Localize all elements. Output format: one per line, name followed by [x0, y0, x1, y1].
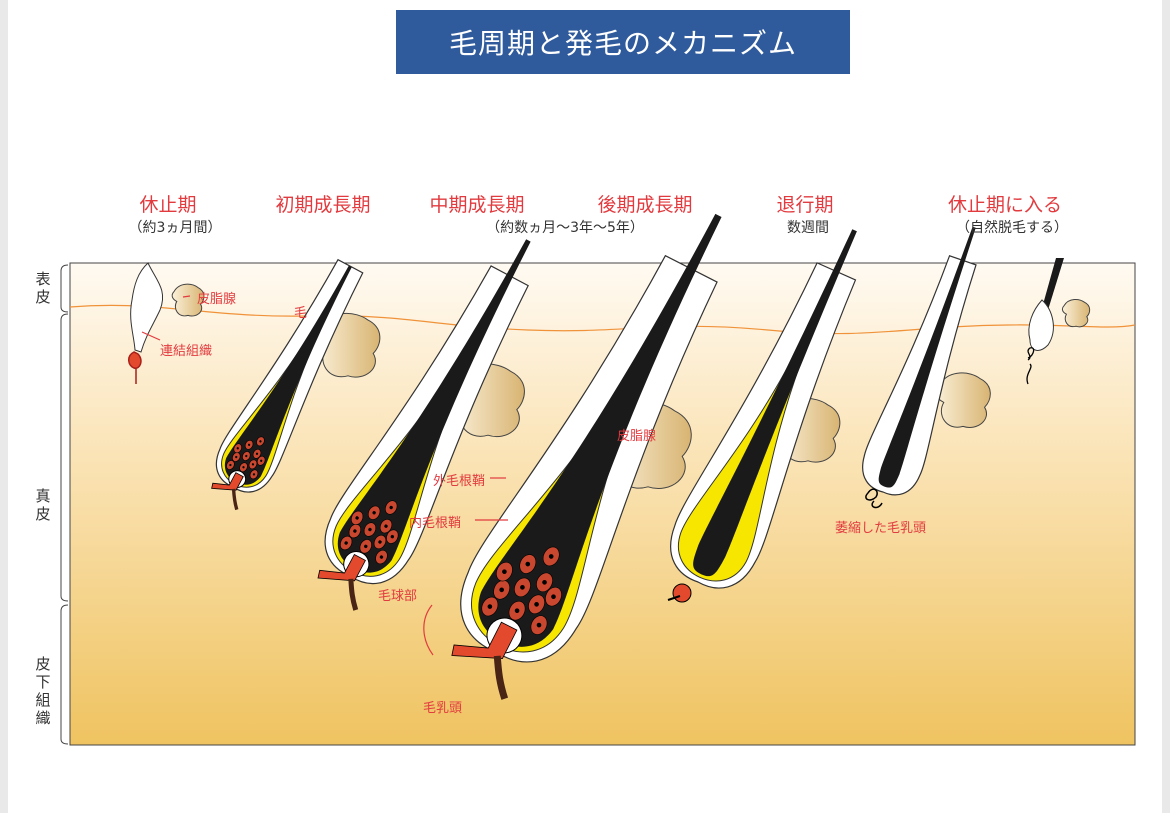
cell-nucleus	[384, 524, 388, 528]
cell-nucleus	[502, 569, 507, 574]
stage-duration-telogen: （約3ヵ月間）	[128, 220, 222, 236]
cell-nucleus	[247, 443, 251, 446]
cell-nucleus	[364, 544, 368, 549]
dermal-papilla	[211, 472, 244, 491]
label-sebaceous-gland: 皮脂腺	[197, 292, 237, 307]
shrinking-papilla	[672, 583, 692, 603]
papilla-stalk	[667, 595, 681, 601]
label-atrophied-papilla: 萎縮した毛乳頭	[835, 521, 927, 536]
cell-nucleus	[251, 463, 255, 466]
hair-follicle	[317, 239, 531, 611]
cell-nucleus	[551, 594, 556, 599]
cell-nucleus	[536, 622, 542, 628]
resting-follicle	[130, 262, 164, 353]
cell-nucleus	[242, 466, 245, 469]
cell-nucleus	[245, 454, 248, 458]
sebaceous-gland	[935, 372, 991, 428]
dermal-papilla	[451, 621, 518, 659]
cell-nucleus	[520, 585, 525, 590]
stage-label-catagen: 退行期	[776, 194, 834, 216]
cell-nucleus	[389, 505, 393, 510]
label-hair-bulb: 毛球部	[378, 589, 418, 604]
club-hair-root	[1028, 299, 1054, 351]
blood-vessel	[493, 655, 509, 700]
layer-brackets	[60, 264, 69, 745]
cell-nucleus	[499, 587, 504, 593]
blood-vessel	[348, 578, 359, 611]
hair-shaft	[478, 213, 722, 647]
cell-nucleus	[229, 463, 232, 467]
layer-label-epidermis: 表皮	[35, 270, 51, 306]
cell-nucleus	[372, 511, 376, 515]
page-title: 毛周期と発毛のメカニズム	[396, 10, 850, 74]
stage-label-mid-anagen: 中期成長期	[429, 194, 525, 216]
hair-follicle	[670, 229, 857, 589]
page: 毛周期と発毛のメカニズム 休止期 （約3ヵ月間） 初期成長期 中期成長期 （約数…	[8, 0, 1162, 813]
sebaceous-gland	[1061, 299, 1091, 328]
blood-vessel	[231, 488, 239, 511]
stage-label-late-anagen: 後期成長期	[597, 194, 693, 216]
cell-nucleus	[259, 440, 262, 443]
resting-papilla	[128, 351, 142, 384]
cell-nucleus	[514, 608, 520, 613]
hair-follicle	[862, 226, 977, 496]
cell-nucleus	[255, 452, 259, 455]
hair-follicle	[451, 213, 722, 700]
hair-shaft	[224, 265, 352, 485]
cell-nucleus	[260, 459, 263, 462]
cell-nucleus	[548, 554, 554, 559]
shedding-hair-shaft	[1042, 258, 1064, 310]
stage-duration-anagen: （約数ヵ月〜3年〜5年）	[486, 220, 644, 236]
stage-label-early-anagen: 初期成長期	[275, 194, 371, 216]
cell-nucleus	[235, 455, 238, 459]
stage-duration-catagen: 数週間	[787, 220, 829, 236]
label-connective-tissue: 連結組織	[160, 344, 213, 359]
cell-nucleus	[368, 527, 372, 532]
label-inner-root-sheath: 内毛根鞘	[409, 516, 462, 531]
label-sebaceous-gland-2: 皮脂腺	[617, 429, 657, 444]
cell-nucleus	[236, 447, 239, 450]
sebaceous-gland	[171, 283, 205, 317]
cell-nucleus	[390, 534, 395, 539]
stage-label-entering-telogen: 休止期に入る	[947, 194, 1063, 216]
atrophied-papilla	[865, 488, 883, 509]
layer-label-dermis: 真皮	[35, 487, 51, 523]
label-outer-root-sheath: 外毛根鞘	[433, 474, 486, 489]
hair-shaft	[693, 229, 857, 577]
layer-label-subcutaneous: 皮下組織	[35, 655, 51, 727]
cell-nucleus	[252, 473, 256, 476]
hair-shaft	[878, 226, 976, 488]
label-dermal-papilla: 毛乳頭	[423, 701, 463, 716]
dermal-papilla	[317, 553, 366, 582]
cell-nucleus	[525, 561, 531, 567]
cell-nucleus	[355, 516, 359, 520]
stage-duration-shedding: （自然脱毛する）	[956, 220, 1068, 236]
hair-follicle	[211, 258, 364, 511]
connective-strand	[1026, 347, 1035, 385]
cell-nucleus	[378, 540, 382, 544]
cell-nucleus	[344, 541, 348, 545]
hair-shaft	[337, 239, 531, 573]
hair-cycle-illustration	[60, 213, 1136, 746]
stage-label-telogen: 休止期	[139, 194, 197, 216]
pointer-lines	[141, 295, 508, 656]
cell-nucleus	[487, 604, 493, 609]
cell-nucleus	[542, 580, 547, 585]
cell-nucleus	[379, 555, 384, 559]
cell-nucleus	[534, 602, 539, 607]
label-hair: 毛	[294, 306, 308, 321]
cell-nucleus	[353, 529, 357, 533]
